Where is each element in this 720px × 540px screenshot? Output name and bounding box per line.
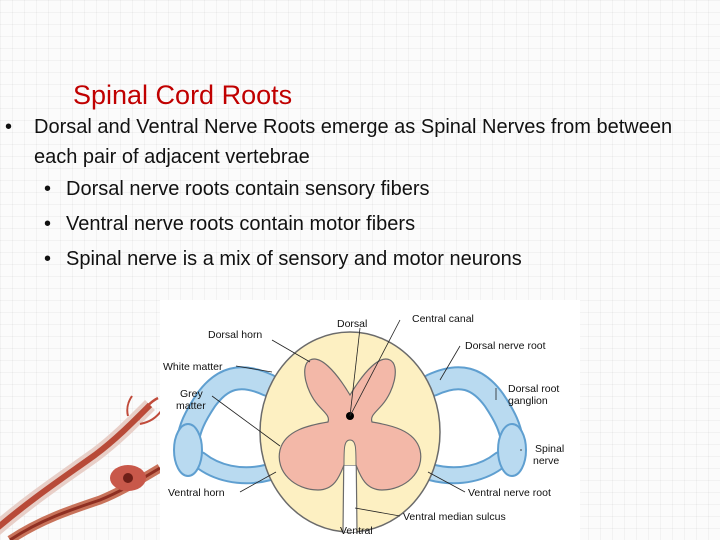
label-dorsal-horn: Dorsal horn <box>208 329 262 341</box>
bullet-main-text: Dorsal and Ventral Nerve Roots emerge as… <box>34 116 673 168</box>
label-spinal-nerve-line1: Spinal <box>535 443 564 455</box>
leader-lines <box>211 319 522 517</box>
label-spinal-nerve-line2: nerve <box>533 455 559 467</box>
label-dorsal-root-ganglion-line2: ganglion <box>508 395 548 407</box>
spinal-cord-diagram: Dorsal Central canal Dorsal horn Dorsal … <box>160 300 580 540</box>
label-ventral-median-sulcus: Ventral median sulcus <box>403 511 506 523</box>
label-dorsal: Dorsal <box>337 318 367 330</box>
bullet-dot: • <box>44 178 52 200</box>
sub-bullet-text: Dorsal nerve roots contain sensory fiber… <box>66 178 430 200</box>
label-ventral-nerve-root: Ventral nerve root <box>468 487 551 499</box>
bullet-dot: • <box>44 248 52 270</box>
left-nerve-roots <box>173 366 280 485</box>
bullet-main: • Dorsal and Ventral Nerve Roots emerge … <box>0 112 715 172</box>
grey-matter-shape <box>278 358 422 491</box>
label-grey-matter-line2: matter <box>176 400 206 412</box>
label-ventral-horn: Ventral horn <box>168 487 225 499</box>
bullet-list: • Dorsal and Ventral Nerve Roots emerge … <box>0 112 715 277</box>
sub-bullet-text: Spinal nerve is a mix of sensory and mot… <box>66 248 522 270</box>
bullet-dot: • <box>5 116 13 138</box>
bullet-dot: • <box>44 213 52 235</box>
neuron-decoration <box>0 395 163 540</box>
sub-bullet-text: Ventral nerve roots contain motor fibers <box>66 213 416 235</box>
label-dorsal-root-ganglion-line1: Dorsal root <box>508 383 559 395</box>
label-central-canal: Central canal <box>412 313 474 325</box>
label-dorsal-nerve-root: Dorsal nerve root <box>465 340 546 352</box>
label-ventral: Ventral <box>340 525 373 537</box>
label-grey-matter-line1: Grey <box>180 388 204 400</box>
slide-title: Spinal Cord Roots <box>73 80 293 110</box>
label-white-matter: White matter <box>163 361 223 373</box>
sub-bullet: • Spinal nerve is a mix of sensory and m… <box>0 242 715 277</box>
right-nerve-roots <box>420 366 527 485</box>
sub-bullet: • Dorsal nerve roots contain sensory fib… <box>0 172 715 207</box>
sub-bullet: • Ventral nerve roots contain motor fibe… <box>0 207 715 242</box>
